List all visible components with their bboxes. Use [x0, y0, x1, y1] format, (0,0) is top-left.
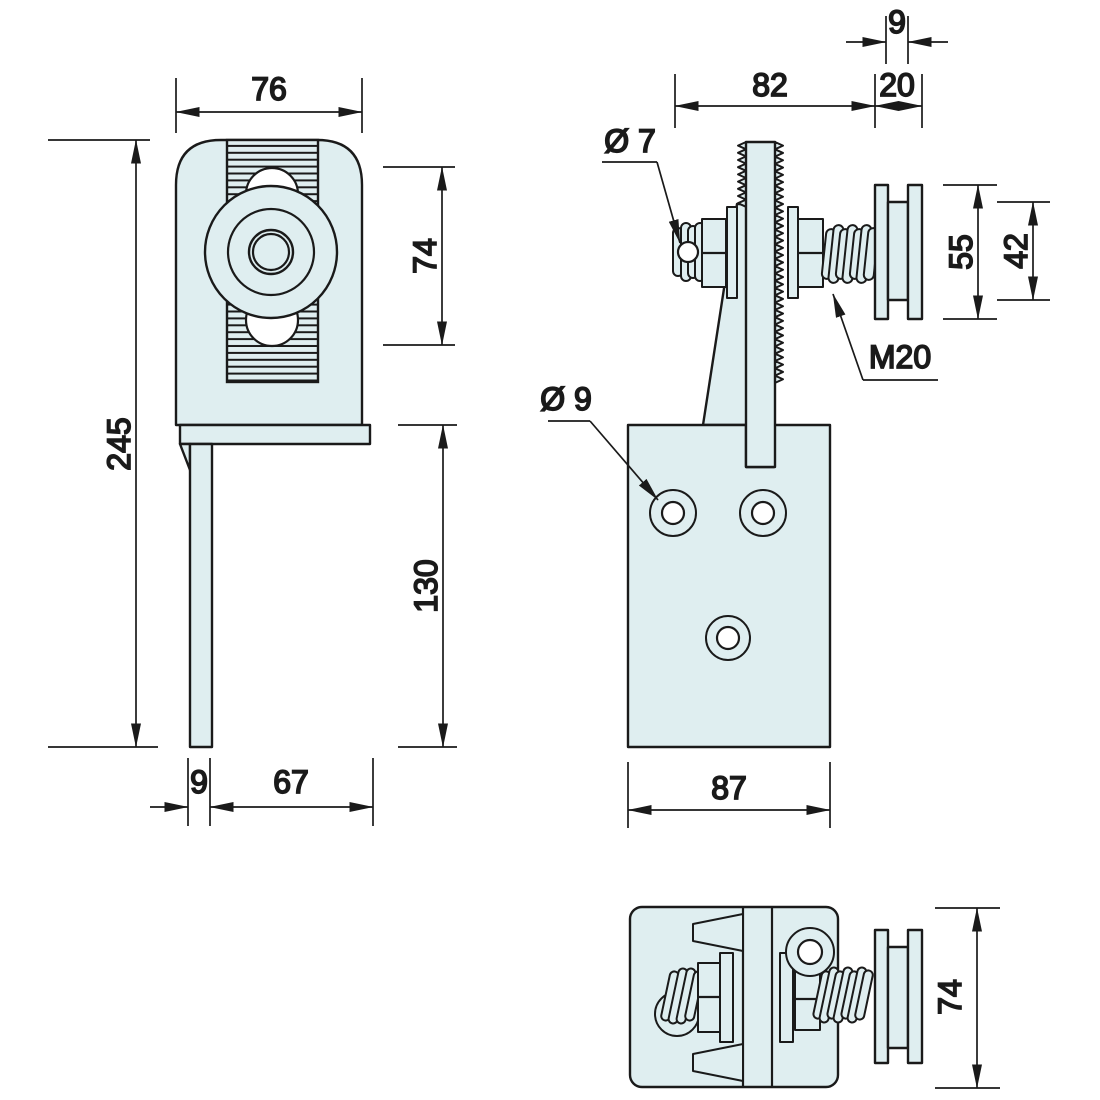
dim-label-74-front: 74 [407, 238, 443, 274]
dim-label-130: 130 [408, 559, 444, 612]
dim-label-42: 42 [998, 233, 1034, 269]
left-washer [726, 206, 738, 299]
rack-teeth-left [737, 141, 747, 208]
dim-plate-depth: 74 [931, 907, 1000, 1089]
mounting-flange [178, 423, 372, 446]
left-washer-top-view [719, 952, 734, 1043]
toothed-rack-bar [744, 140, 777, 469]
roller-axle-ring [251, 232, 291, 272]
dim-label-87: 87 [711, 770, 747, 806]
right-washer [787, 206, 799, 299]
dim-side-lengths: 82 20 [674, 66, 923, 128]
wheel-side-view [873, 183, 924, 321]
wheel-hub-top [886, 945, 910, 1050]
dim-label-245: 245 [101, 417, 137, 470]
wheel-hub-groove [886, 200, 910, 302]
callout-thread: M20 [832, 293, 938, 381]
dim-label-82: 82 [752, 67, 788, 103]
dim-hub-diameter: 42 [997, 201, 1050, 301]
mounting-hole-right [750, 500, 776, 526]
clamp-wedge-lower [692, 1043, 744, 1082]
stud-coils-top-view [660, 967, 704, 1025]
dim-label-dia9: Ø 9 [540, 381, 592, 417]
threaded-spindle [820, 224, 880, 284]
right-lock-nut [797, 218, 824, 288]
dim-label-67: 67 [273, 764, 309, 800]
dim-front-roller-opening: 74 [383, 166, 455, 346]
dim-label-9-groove: 9 [888, 4, 906, 40]
wheel-flange-inner-top [873, 928, 890, 1065]
dim-label-55: 55 [943, 234, 979, 270]
callout-pin-hole: Ø 7 [602, 122, 681, 244]
rack-teeth-right [774, 141, 784, 384]
dim-front-overall-height: 245 [48, 139, 158, 748]
dim-wheel-diameter: 55 [942, 184, 997, 320]
dim-front-leg-thickness-and-foot: 9 67 [150, 758, 374, 826]
dim-plate-width: 87 [627, 762, 831, 828]
roller-tread-ring [226, 207, 316, 297]
dim-label-20: 20 [879, 67, 915, 103]
dim-label-74-top: 74 [932, 979, 968, 1015]
clamp-wedge-upper [692, 913, 744, 952]
dim-label-9-leg: 9 [190, 764, 208, 800]
dim-front-body-width: 76 [175, 70, 363, 133]
bracket-leg [188, 442, 214, 749]
dim-label-dia7: Ø 7 [604, 123, 656, 159]
wheel-flange-outer-top [906, 928, 924, 1065]
dim-label-76: 76 [251, 71, 287, 107]
roller-hub [247, 228, 295, 276]
threaded-stud-end [672, 222, 706, 282]
dim-front-leg-length: 130 [398, 424, 457, 748]
hole-top-view [796, 938, 824, 966]
left-lock-nut [701, 218, 727, 288]
top-view: 74 [628, 905, 1000, 1089]
pin-hole [676, 240, 700, 264]
mounting-hole-left [660, 500, 686, 526]
dim-label-m20: M20 [869, 339, 931, 375]
front-view: 76 74 245 130 9 [48, 70, 457, 826]
wheel-flange-inner [873, 183, 890, 321]
spindle-coils-top-view [812, 966, 874, 1024]
wheel-top-view [873, 928, 924, 1065]
mounting-hole-bottom [715, 625, 741, 651]
mounting-plate [626, 423, 832, 749]
left-nut-top-view [697, 962, 721, 1033]
callout-mounting-hole: Ø 9 [539, 380, 659, 501]
side-view: 9 82 20 55 42 [539, 3, 1050, 828]
dim-side-groove-width: 9 [846, 3, 948, 64]
wheel-flange-outer [906, 183, 924, 321]
